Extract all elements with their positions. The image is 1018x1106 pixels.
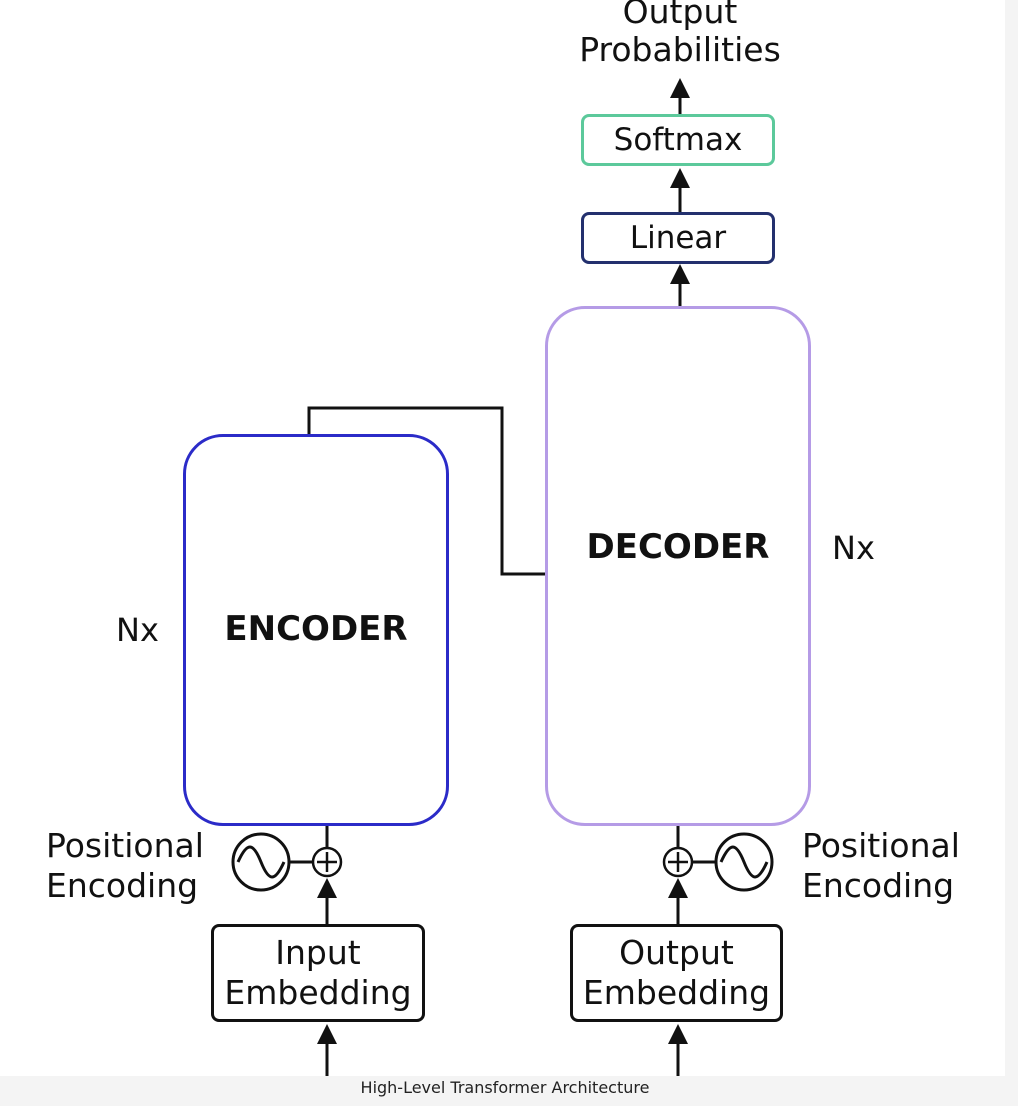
output-probabilities-label: Output Probabilities — [560, 0, 800, 70]
diagram-canvas: Output Probabilities Softmax Linear DECO… — [0, 0, 1005, 1076]
output-arrow-head — [668, 1024, 688, 1044]
output-embedding-block: Output Embedding — [570, 924, 783, 1022]
positional-encoding-left-line2: Encoding — [46, 866, 199, 905]
figure-caption: High-Level Transformer Architecture — [360, 1078, 650, 1097]
input-embedding-block: Input Embedding — [211, 924, 425, 1022]
decoder-block: DECODER — [545, 306, 811, 826]
encoder-repeat-label: Nx — [116, 611, 159, 649]
input-embedding-line1: Input — [275, 933, 361, 972]
decoder-label: DECODER — [586, 527, 770, 567]
connectors — [231, 78, 774, 1076]
softmax-block: Softmax — [581, 114, 775, 166]
positional-encoding-right-label: Positional Encoding — [802, 826, 960, 906]
output-probabilities-line2: Probabilities — [579, 30, 781, 69]
encoder-label: ENCODER — [224, 609, 408, 649]
encoder-decoder-connector — [307, 406, 546, 576]
embedding-to-add-arrowhead-left — [317, 878, 337, 898]
output-embedding-line1: Output — [619, 933, 734, 972]
positional-encoding-right-line2: Encoding — [802, 866, 955, 905]
positional-encoding-left-label: Positional Encoding — [46, 826, 204, 906]
softmax-to-output-arrowhead — [670, 78, 690, 98]
softmax-label: Softmax — [613, 122, 743, 158]
decoder-repeat-label: Nx — [832, 529, 875, 567]
positional-encoding-left-line1: Positional — [46, 826, 204, 865]
encoder-block: ENCODER — [183, 434, 449, 826]
linear-to-softmax-arrowhead — [670, 168, 690, 188]
positional-encoding-right-line1: Positional — [802, 826, 960, 865]
output-probabilities-line1: Output — [622, 0, 738, 31]
input-embedding-line2: Embedding — [224, 973, 412, 1012]
input-arrow-head — [317, 1024, 337, 1044]
linear-label: Linear — [629, 220, 727, 256]
embedding-to-add-arrowhead-right — [668, 878, 688, 898]
linear-block: Linear — [581, 212, 775, 264]
decoder-to-linear-arrowhead — [670, 264, 690, 284]
output-embedding-line2: Embedding — [582, 973, 771, 1012]
